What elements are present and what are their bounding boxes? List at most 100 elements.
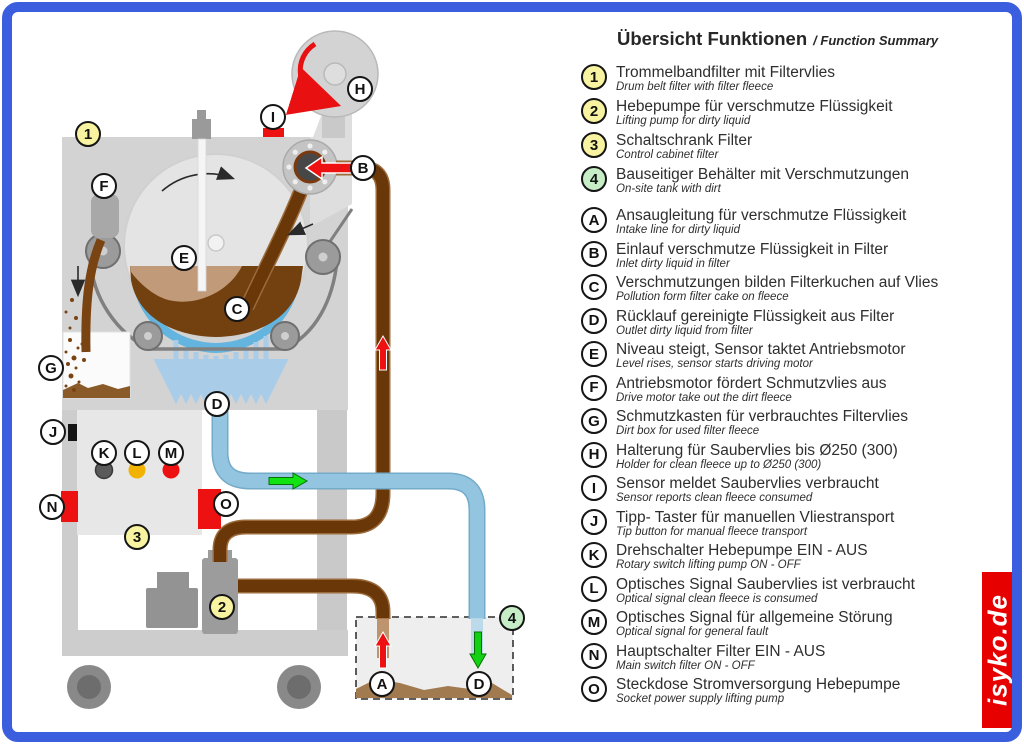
legend-item-4: 4 Bauseitiger Behälter mit Verschmutzung… <box>581 166 1017 196</box>
legend-badge-N: N <box>581 642 607 669</box>
diagram-label-3: 3 <box>124 524 150 550</box>
clean-return-pipe <box>211 409 486 619</box>
legend-en-K: Rotary switch lifting pump ON - OFF <box>616 559 801 571</box>
diagram-label-O: O <box>213 491 239 517</box>
legend-de-C: Verschmutzungen bilden Filterkuchen auf … <box>616 274 939 291</box>
legend-en-D: Outlet dirty liquid from filter <box>616 324 753 337</box>
diagram-label-J: J <box>40 419 66 445</box>
legend-item-D: D Rücklauf gereinigte Flüssigkeit aus Fi… <box>581 307 1017 338</box>
legend-en-C: Pollution form filter cake on fleece <box>616 291 789 303</box>
legend-en-O: Socket power supply lifting pump <box>616 693 785 705</box>
legend-item-A: A Ansaugleitung für verschmutze Flüssigk… <box>581 207 1017 237</box>
brand-text: isyko.de <box>982 593 1012 707</box>
legend-en-J: Tip button for manual fleece transport <box>616 525 808 538</box>
used-fleece-band <box>81 238 106 353</box>
diagram-label-E: E <box>171 245 197 271</box>
legend-item-E: E Niveau steigt, Sensor taktet Antriebsm… <box>581 341 1017 371</box>
legend-de-O: Steckdose Stromversorgung Hebepumpe <box>616 676 901 693</box>
legend-badge-G: G <box>581 408 607 434</box>
legend-badge-3: 3 <box>581 132 607 158</box>
legend-badge-4: 4 <box>581 166 607 192</box>
diagram-label-B: B <box>350 155 376 181</box>
legend-item-L: L Optisches Signal Saubervlies ist verbr… <box>581 575 1017 606</box>
legend-title-de: Übersicht Funktionen <box>617 28 808 49</box>
riser-up-arrow <box>374 334 392 371</box>
legend-badge-I: I <box>581 475 607 501</box>
legend-badge-E: E <box>581 341 607 367</box>
legend-item-F: F Antriebsmotor fördert Schmutzvlies aus… <box>581 374 1017 405</box>
legend-badge-H: H <box>581 441 607 468</box>
legend-en-E: Level rises, sensor starts driving motor <box>616 358 813 370</box>
legend-de-D: Rücklauf gereinigte Flüssigkeit aus Filt… <box>616 307 895 325</box>
brand-banner: isyko.de <box>982 572 1013 728</box>
tip-button <box>68 424 77 441</box>
legend-en-A: Intake line for dirty liquid <box>616 224 741 236</box>
roll-rotation-arrow <box>285 41 342 115</box>
diagram-label-D-tank: D <box>466 671 492 697</box>
level-sensor-rod <box>192 110 211 292</box>
inlet-flange <box>240 139 338 311</box>
legend-badge-2: 2 <box>581 98 607 124</box>
legend-en-N: Main switch filter ON - OFF <box>616 659 755 672</box>
legend-badge-B: B <box>581 240 607 267</box>
legend-badge-K: K <box>581 542 607 568</box>
flow-arrows <box>263 128 487 670</box>
drive-roller <box>91 194 119 238</box>
legend-en-B: Inlet dirty liquid in filter <box>616 257 730 270</box>
diagram-label-M: M <box>158 440 184 466</box>
legend-en-2: Lifting pump for dirty liquid <box>616 115 751 127</box>
legend-item-J: J Tipp- Taster für manuellen Vliestransp… <box>581 508 1017 539</box>
legend-de-4: Bauseitiger Behälter mit Verschmutzungen <box>616 166 909 183</box>
legend-en-H: Holder for clean fleece up to Ø250 (300) <box>616 458 822 471</box>
intake-pipe <box>238 580 389 619</box>
diagram-label-D: D <box>204 391 230 417</box>
legend-badge-D: D <box>581 307 607 334</box>
diagram-label-H: H <box>347 76 373 102</box>
belt-direction-arrow <box>287 221 314 236</box>
legend-de-I: Sensor meldet Saubervlies verbraucht <box>616 475 879 492</box>
legend-en-I: Sensor reports clean fleece consumed <box>616 492 813 504</box>
legend-en-G: Dirt box for used filter fleece <box>616 425 760 437</box>
legend-de-M: Optisches Signal für allgemeine Störung <box>616 609 893 626</box>
lifting-pump <box>146 550 238 634</box>
signal-lamp-yellow <box>128 461 146 479</box>
diagram-label-L: L <box>124 440 150 466</box>
legend-badge-C: C <box>581 274 607 300</box>
legend-de-E: Niveau steigt, Sensor taktet Antriebsmot… <box>616 341 906 358</box>
diagram-label-C: C <box>224 296 250 322</box>
pump-to-filter-pipe <box>214 162 389 562</box>
legend-de-L: Optisches Signal Saubervlies ist verbrau… <box>616 575 915 593</box>
legend-de-3: Schaltschrank Filter <box>616 132 753 149</box>
legend-en-F: Drive motor take out the dirt fleece <box>616 391 792 404</box>
diagram-label-F: F <box>91 173 117 199</box>
return-down-arrow <box>469 631 487 670</box>
diagram-label-4: 4 <box>499 605 525 631</box>
legend-en-M: Optical signal for general fault <box>616 626 769 638</box>
diagram-label-I: I <box>260 104 286 130</box>
clean-water-layer <box>136 280 296 353</box>
legend-en-1: Drum belt filter with filter fleece <box>616 81 774 93</box>
intake-up-arrow <box>374 630 392 669</box>
legend-badge-J: J <box>581 508 607 535</box>
legend-title-en: / Function Summary <box>813 33 939 48</box>
dirty-liquid-pipes <box>212 160 391 619</box>
diagram-label-N: N <box>39 494 65 520</box>
legend-item-H: H Halterung für Saubervlies bis Ø250 (30… <box>581 441 1017 472</box>
legend-de-J: Tipp- Taster für manuellen Vliestranspor… <box>616 508 895 526</box>
legend-de-K: Drehschalter Hebepumpe EIN - AUS <box>616 542 868 559</box>
legend-en-3: Control cabinet filter <box>616 149 719 161</box>
diagram-label-A: A <box>369 671 395 697</box>
legend-badge-M: M <box>581 609 607 635</box>
drum-rotation-arrow <box>161 166 236 192</box>
legend-de-A: Ansaugleitung für verschmutze Flüssigkei… <box>616 207 907 224</box>
main-switch <box>61 491 78 522</box>
fleece-sensor <box>263 128 284 137</box>
legend-de-G: Schmutzkasten für verbrauchtes Filtervli… <box>616 408 909 425</box>
